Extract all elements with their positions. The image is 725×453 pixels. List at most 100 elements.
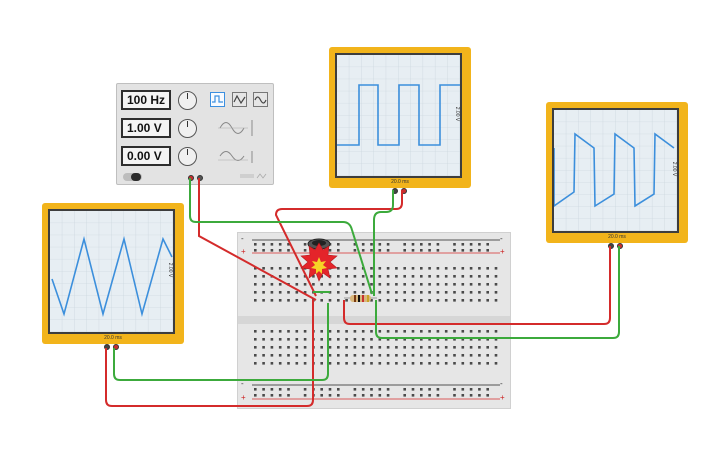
breadboard-hole[interactable]: [320, 346, 323, 349]
breadboard-hole[interactable]: [436, 291, 440, 294]
breadboard-hole[interactable]: [345, 283, 348, 286]
breadboard-hole[interactable]: [295, 338, 299, 341]
breadboard-hole[interactable]: [461, 299, 465, 302]
breadboard-hole[interactable]: [403, 283, 406, 286]
breadboard-hole[interactable]: [469, 330, 473, 333]
breadboard-hole[interactable]: [403, 249, 406, 252]
breadboard-hole[interactable]: [453, 299, 456, 302]
breadboard-hole[interactable]: [478, 362, 481, 365]
wire-red[interactable]: [198, 178, 317, 301]
breadboard-hole[interactable]: [378, 243, 382, 246]
breadboard-hole[interactable]: [353, 362, 357, 365]
breadboard-hole[interactable]: [395, 346, 398, 349]
breadboard-hole[interactable]: [378, 354, 382, 357]
breadboard-hole[interactable]: [428, 291, 431, 294]
breadboard-hole[interactable]: [469, 362, 473, 365]
breadboard-hole[interactable]: [303, 354, 307, 357]
breadboard-hole[interactable]: [494, 299, 498, 302]
breadboard-hole[interactable]: [444, 346, 448, 349]
breadboard-hole[interactable]: [386, 283, 390, 286]
breadboard-hole[interactable]: [403, 394, 406, 397]
breadboard-hole[interactable]: [328, 299, 332, 302]
breadboard-hole[interactable]: [345, 362, 348, 365]
breadboard-hole[interactable]: [278, 330, 282, 333]
breadboard-hole[interactable]: [428, 346, 431, 349]
breadboard-hole[interactable]: [420, 362, 423, 365]
breadboard-hole[interactable]: [303, 249, 307, 252]
breadboard-hole[interactable]: [428, 299, 431, 302]
breadboard-hole[interactable]: [403, 291, 406, 294]
breadboard-hole[interactable]: [486, 388, 489, 391]
dc-offset-field[interactable]: 0.00 V: [121, 146, 171, 166]
breadboard-hole[interactable]: [370, 299, 373, 302]
breadboard-hole[interactable]: [337, 283, 340, 286]
breadboard-hole[interactable]: [478, 388, 481, 391]
breadboard-hole[interactable]: [278, 354, 282, 357]
breadboard-hole[interactable]: [270, 388, 274, 391]
breadboard-hole[interactable]: [461, 249, 465, 252]
wire-green[interactable]: [375, 246, 620, 339]
breadboard-hole[interactable]: [469, 394, 473, 397]
breadboard-hole[interactable]: [295, 267, 299, 270]
breadboard-hole[interactable]: [270, 249, 274, 252]
breadboard-hole[interactable]: [386, 330, 390, 333]
breadboard-hole[interactable]: [478, 338, 481, 341]
breadboard-hole[interactable]: [254, 346, 257, 349]
breadboard-hole[interactable]: [444, 354, 448, 357]
breadboard-hole[interactable]: [303, 283, 307, 286]
oscilloscope-top[interactable]: 20.0 ms 2.00 V: [329, 47, 471, 194]
breadboard-hole[interactable]: [337, 267, 340, 270]
breadboard-hole[interactable]: [411, 362, 415, 365]
breadboard-hole[interactable]: [361, 249, 365, 252]
breadboard-hole[interactable]: [378, 394, 382, 397]
breadboard-hole[interactable]: [486, 267, 489, 270]
wire-green[interactable]: [373, 190, 394, 296]
breadboard-hole[interactable]: [278, 346, 282, 349]
breadboard-hole[interactable]: [262, 388, 265, 391]
breadboard-hole[interactable]: [254, 275, 257, 278]
breadboard-hole[interactable]: [378, 330, 382, 333]
breadboard-hole[interactable]: [411, 330, 415, 333]
breadboard-hole[interactable]: [320, 283, 323, 286]
breadboard-hole[interactable]: [287, 362, 290, 365]
breadboard-hole[interactable]: [378, 267, 382, 270]
breadboard-hole[interactable]: [428, 275, 431, 278]
breadboard-hole[interactable]: [320, 354, 323, 357]
breadboard-hole[interactable]: [337, 338, 340, 341]
breadboard-hole[interactable]: [411, 394, 415, 397]
breadboard-hole[interactable]: [486, 275, 489, 278]
breadboard-hole[interactable]: [270, 362, 274, 365]
breadboard-hole[interactable]: [378, 299, 382, 302]
breadboard-hole[interactable]: [370, 249, 373, 252]
breadboard-hole[interactable]: [436, 394, 440, 397]
breadboard-hole[interactable]: [328, 275, 332, 278]
breadboard-hole[interactable]: [345, 291, 348, 294]
breadboard-hole[interactable]: [478, 267, 481, 270]
frequency-field[interactable]: 100 Hz: [121, 90, 171, 110]
breadboard-hole[interactable]: [428, 362, 431, 365]
breadboard-hole[interactable]: [287, 388, 290, 391]
breadboard-hole[interactable]: [461, 330, 465, 333]
breadboard-hole[interactable]: [337, 362, 340, 365]
breadboard-hole[interactable]: [420, 243, 423, 246]
breadboard-hole[interactable]: [320, 362, 323, 365]
breadboard-hole[interactable]: [345, 330, 348, 333]
breadboard-hole[interactable]: [461, 354, 465, 357]
breadboard-hole[interactable]: [278, 394, 282, 397]
breadboard-hole[interactable]: [411, 291, 415, 294]
breadboard-hole[interactable]: [270, 394, 274, 397]
breadboard-hole[interactable]: [420, 299, 423, 302]
breadboard-hole[interactable]: [411, 275, 415, 278]
breadboard-hole[interactable]: [287, 338, 290, 341]
breadboard-hole[interactable]: [486, 362, 489, 365]
breadboard-hole[interactable]: [453, 291, 456, 294]
breadboard-hole[interactable]: [486, 330, 489, 333]
breadboard-hole[interactable]: [420, 249, 423, 252]
breadboard-hole[interactable]: [353, 249, 357, 252]
breadboard-hole[interactable]: [494, 283, 498, 286]
breadboard-hole[interactable]: [411, 346, 415, 349]
breadboard-hole[interactable]: [254, 267, 257, 270]
breadboard-hole[interactable]: [303, 299, 307, 302]
breadboard-hole[interactable]: [361, 243, 365, 246]
breadboard-hole[interactable]: [461, 362, 465, 365]
